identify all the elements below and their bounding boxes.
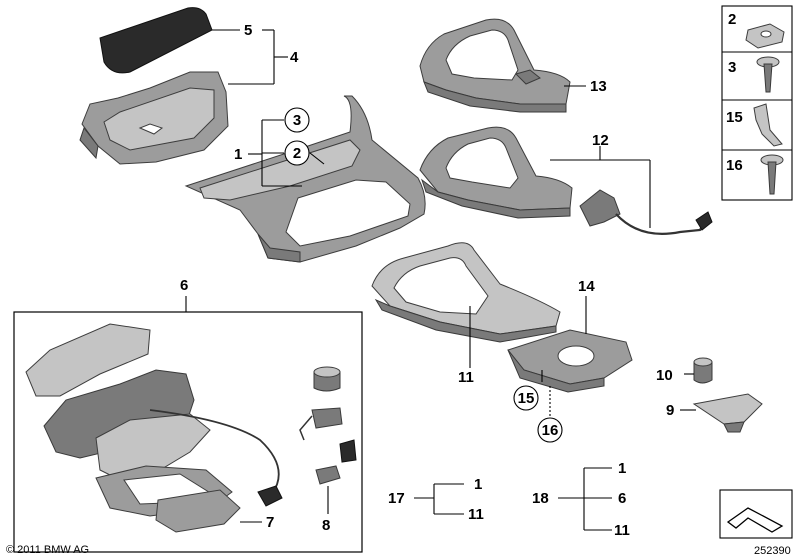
group-6-frame — [13, 311, 363, 553]
callout-6: 6 — [180, 277, 188, 294]
part-10-socket — [693, 357, 713, 384]
part-4-storage-tray — [79, 71, 229, 165]
part-11-gear-frame — [371, 242, 561, 343]
callout-11: 11 — [458, 369, 474, 386]
reference-symbol — [719, 489, 793, 539]
callout-2-circled: 2 — [293, 145, 301, 162]
part-1-console-trim — [184, 95, 426, 263]
part-6-console-storage — [25, 323, 283, 533]
part-12-gear-trim-lower — [419, 126, 713, 235]
callout-7: 7 — [266, 514, 274, 531]
key-18: 18 — [532, 490, 549, 507]
callout-3-circled: 3 — [293, 112, 301, 129]
diagram-number: 252390 — [754, 545, 791, 557]
key-18-item-1: 1 — [618, 460, 626, 477]
key-17-item-11: 11 — [468, 506, 484, 523]
callout-labels: 5 4 1 3 2 13 12 14 11 15 16 10 9 6 7 8 1… — [180, 22, 674, 539]
panel-label-3: 3 — [728, 59, 736, 76]
fastener-panel: 2 3 15 16 — [721, 5, 793, 201]
panel-label-2: 2 — [728, 11, 736, 28]
callout-5: 5 — [244, 22, 252, 39]
screw-shank-icon — [763, 63, 773, 93]
copyright-text: © 2011 BMW AG — [6, 544, 89, 556]
callout-8: 8 — [322, 517, 330, 534]
part-14-switch-panel — [507, 329, 633, 393]
callout-4: 4 — [290, 49, 299, 66]
reference-arrow-icon — [726, 507, 784, 533]
panel-label-16: 16 — [726, 157, 743, 174]
callout-1: 1 — [234, 146, 242, 163]
circled-callouts — [284, 107, 563, 443]
part-9-cover — [692, 393, 763, 433]
key-17: 17 — [388, 490, 405, 507]
callout-13: 13 — [590, 78, 607, 95]
callout-12: 12 — [592, 132, 609, 149]
key-18-item-11: 11 — [614, 522, 630, 539]
callout-14: 14 — [578, 278, 595, 295]
panel-label-15: 15 — [726, 109, 743, 126]
callout-15-circled: 15 — [518, 390, 535, 407]
key-brackets — [414, 467, 612, 531]
leader-lines — [185, 29, 696, 523]
key-17-item-1: 1 — [474, 476, 482, 493]
part-13-gear-trim-upper — [419, 18, 571, 113]
callout-16-circled: 16 — [542, 422, 559, 439]
callout-9: 9 — [666, 402, 674, 419]
part-8-socket-group — [299, 366, 357, 485]
part-5-storage-mat — [99, 7, 213, 74]
spring-clip-icon — [753, 103, 783, 147]
key-18-item-6: 6 — [618, 490, 626, 507]
callout-10: 10 — [656, 367, 673, 384]
bolt-shank-icon — [767, 161, 777, 195]
